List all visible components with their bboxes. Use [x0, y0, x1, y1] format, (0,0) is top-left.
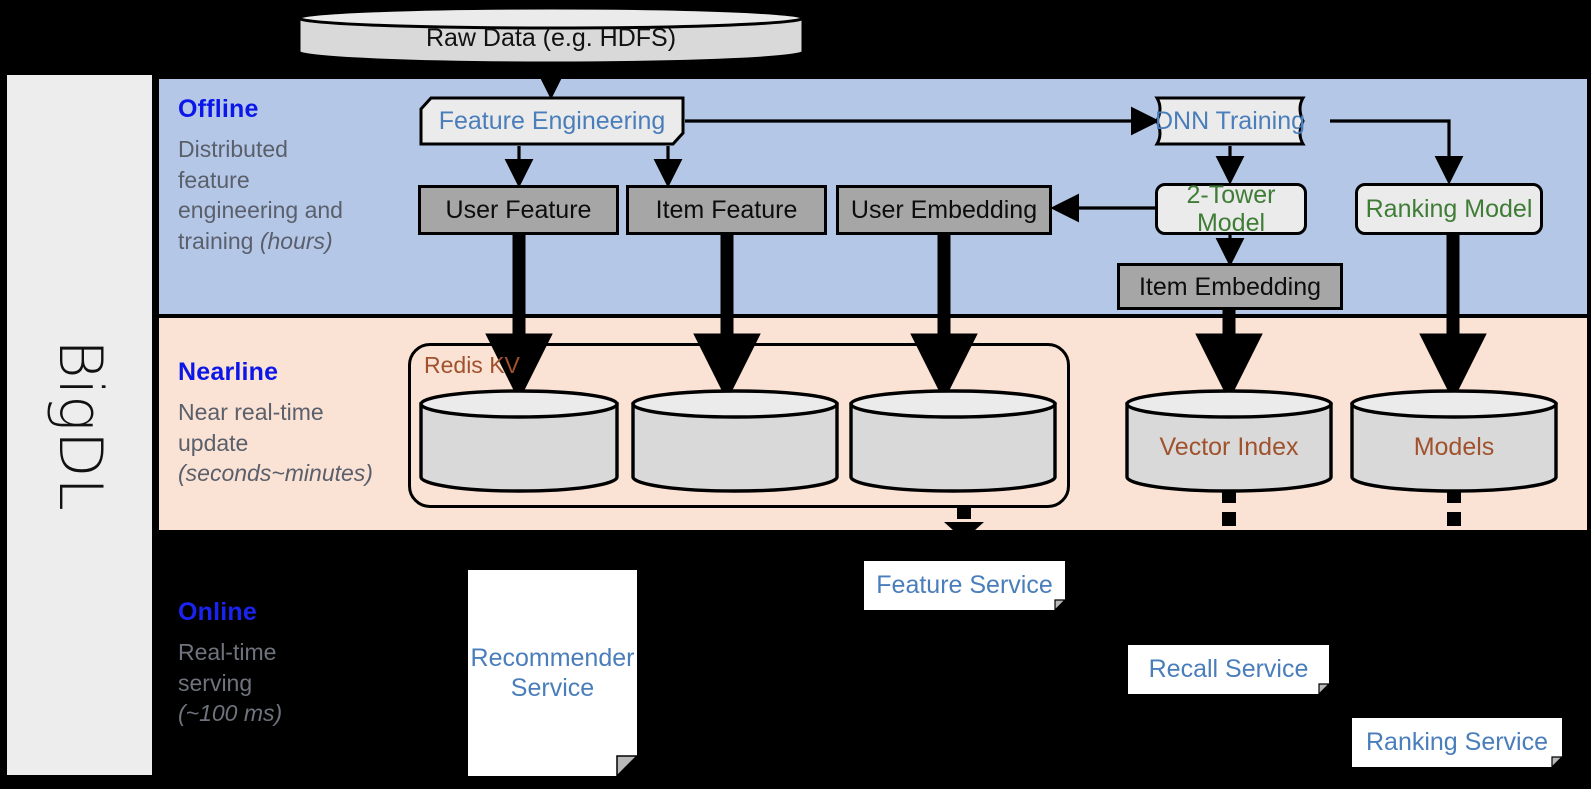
models-label: Models — [1413, 432, 1495, 461]
user-feature-node[interactable]: User Feature — [418, 185, 619, 235]
redis-kv-container — [408, 343, 1070, 508]
band-title-offline: Offline — [178, 95, 259, 123]
band-caption-offline: Offline Distributed feature engineering … — [178, 95, 413, 256]
nearline-desc-line1: Near real-time — [178, 399, 324, 425]
band-desc-nearline: Near real-time update (seconds~minutes) — [178, 397, 413, 489]
user-embedding-node[interactable]: User Embedding — [836, 185, 1052, 235]
ranking-model-node[interactable]: Ranking Model — [1355, 183, 1543, 235]
bigdl-label: BigDL — [44, 339, 115, 511]
feature-service-label: Feature Service — [876, 571, 1053, 600]
redis-store-cylinder-1[interactable] — [418, 388, 620, 493]
dnn-training-label: DNN Training — [1154, 106, 1306, 135]
offline-desc-line3: engineering and — [178, 197, 343, 224]
offline-desc-line4: training — [178, 227, 260, 254]
item-embedding-label: Item Embedding — [1138, 272, 1322, 301]
two-tower-model-label: 2-Tower Model — [1186, 181, 1276, 237]
band-desc-online: Real-time serving (~100 ms) — [178, 637, 413, 729]
recommender-service-line2: Service — [510, 674, 595, 702]
item-feature-node[interactable]: Item Feature — [626, 185, 827, 235]
online-desc-italic: (~100 ms) — [178, 700, 283, 727]
band-title-nearline: Nearline — [178, 358, 279, 386]
ranking-service-node[interactable]: Ranking Service — [1352, 718, 1562, 767]
item-feature-label: Item Feature — [655, 196, 798, 224]
ranking-service-label: Ranking Service — [1365, 728, 1549, 757]
redis-store-1-label — [418, 424, 620, 470]
recommender-service-label: Recommender Service — [468, 570, 637, 776]
item-embedding-node[interactable]: Item Embedding — [1117, 263, 1343, 310]
recommender-service-line1: Recommender — [470, 643, 635, 672]
feature-engineering-node[interactable]: Feature Engineering — [418, 95, 686, 147]
nearline-desc-line2: update — [178, 429, 249, 456]
band-title-online: Online — [178, 598, 257, 626]
redis-kv-label: Redis KV — [424, 352, 520, 378]
nearline-desc-italic: (seconds~minutes) — [178, 460, 373, 487]
feature-service-node[interactable]: Feature Service — [864, 561, 1065, 610]
ranking-model-label: Ranking Model — [1365, 195, 1533, 223]
two-tower-model-node[interactable]: 2-Tower Model — [1155, 181, 1307, 237]
bigdl-sidebar: BigDL — [7, 75, 152, 775]
recommender-service-node[interactable]: Recommender Service — [468, 570, 637, 776]
user-embedding-label: User Embedding — [850, 196, 1038, 224]
band-caption-nearline: Nearline Near real-time update (seconds~… — [178, 358, 413, 489]
redis-store-2-label — [630, 424, 840, 470]
dnn-training-node[interactable]: DNN Training — [1130, 95, 1330, 147]
feature-engineering-label: Feature Engineering — [438, 106, 666, 135]
vector-index-label: Vector Index — [1159, 432, 1299, 461]
band-desc-offline: Distributed feature engineering and trai… — [178, 134, 413, 256]
vector-index-cylinder[interactable]: Vector Index — [1124, 388, 1334, 493]
models-cylinder[interactable]: Models — [1349, 388, 1559, 493]
redis-store-cylinder-3[interactable] — [848, 388, 1058, 493]
redis-store-3-label — [848, 424, 1058, 470]
online-desc-line2: serving — [178, 669, 253, 696]
online-desc-line1: Real-time — [178, 639, 277, 665]
offline-desc-line2: feature — [178, 166, 250, 193]
user-feature-label: User Feature — [445, 196, 592, 224]
redis-store-cylinder-2[interactable] — [630, 388, 840, 493]
band-caption-online: Online Real-time serving (~100 ms) — [178, 598, 413, 729]
offline-desc-italic: (hours) — [259, 227, 333, 254]
recall-service-label: Recall Service — [1148, 655, 1309, 684]
offline-desc-line1: Distributed — [178, 136, 288, 162]
recall-service-node[interactable]: Recall Service — [1128, 645, 1329, 694]
raw-data-cylinder: Raw Data (e.g. HDFS) — [296, 6, 806, 65]
raw-data-label: Raw Data (e.g. HDFS) — [425, 23, 677, 52]
